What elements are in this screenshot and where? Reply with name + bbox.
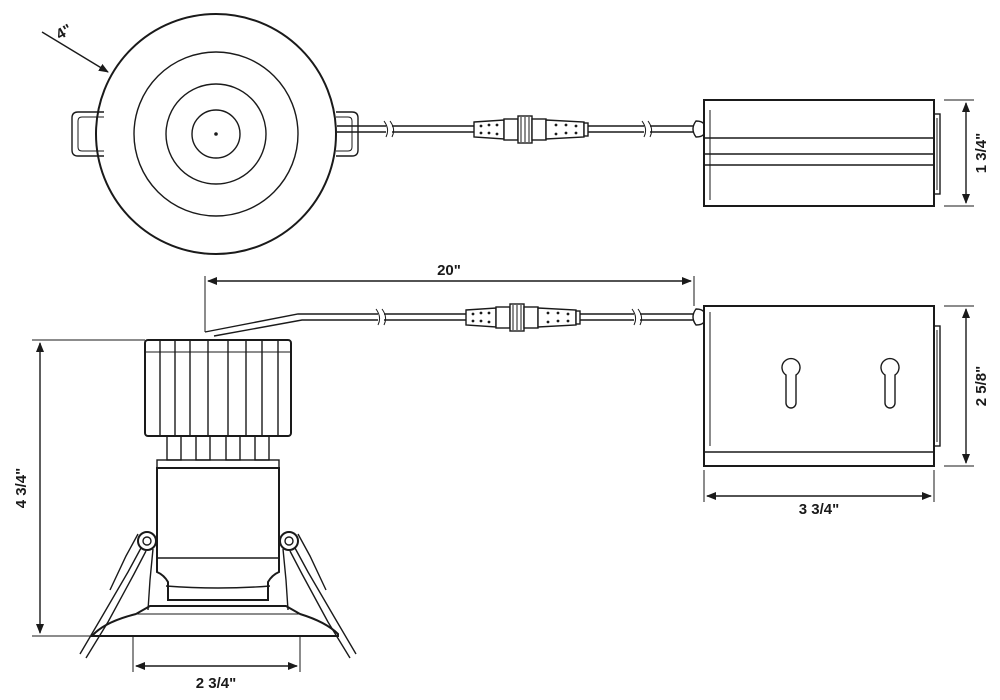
top-view: 4" [41,13,990,255]
fixture-height-dimension [32,339,145,637]
cable-length-dimension [204,276,695,332]
diameter-arrow [41,31,109,73]
aperture-label: 2 3/4" [196,675,236,692]
trim-ring-circle [133,51,299,217]
right-mounting-tab [336,111,359,157]
top-cable-connector [473,115,589,144]
side-cable [204,308,696,337]
box-width-label: 3 3/4" [799,501,839,518]
trim-flange [89,605,339,637]
housing-body [156,467,280,601]
top-driver-box [692,99,941,207]
box-height-dimension [944,305,974,467]
fixture-height-label: 4 3/4" [13,468,30,508]
height-label: 1 3/4" [973,133,990,173]
side-view: 20" [13,262,990,692]
reflector-circle [165,83,267,185]
left-keyhole-slot [781,357,801,409]
aperture-dimension [132,636,301,672]
heat-sink [144,339,292,437]
trim-outer-circle [95,13,337,255]
box-height-label: 2 5/8" [973,366,990,406]
center-dot [214,132,218,136]
right-spring-clip [279,531,357,659]
box-width-dimension [703,470,935,502]
side-driver-box [692,305,941,467]
heat-sink-neck [156,435,280,469]
left-mounting-tab [71,111,104,157]
top-cable [337,120,696,138]
side-cable-connector [465,303,581,332]
cable-length-label: 20" [437,262,461,279]
lens-circle [191,109,241,159]
height-dimension [944,99,974,207]
diameter-label: 4" [53,21,75,43]
right-keyhole-slot [880,357,900,409]
left-spring-clip [79,531,157,659]
